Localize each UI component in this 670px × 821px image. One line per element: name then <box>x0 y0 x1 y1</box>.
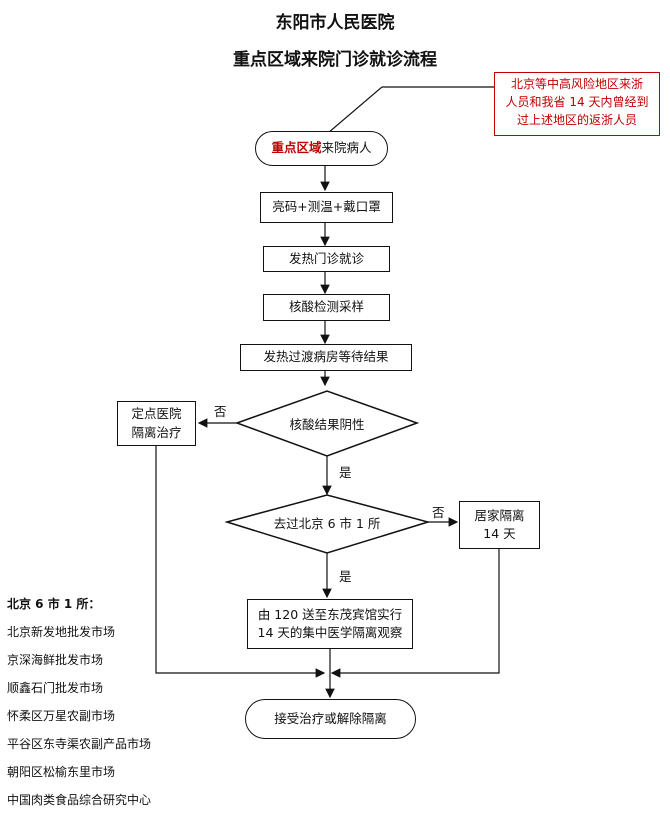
market-item: 平谷区东寺渠农副产品市场 <box>7 737 152 751</box>
home-line-2: 14 天 <box>483 526 516 541</box>
designated-hospital-node: 定点医院隔离治疗 <box>117 401 196 446</box>
central-isolation-node: 由 120 送至东茂宾馆实行 14 天的集中医学隔离观察 <box>247 599 413 649</box>
home-isolation-node: 居家隔离 14 天 <box>459 501 540 549</box>
note-line-2: 人员和我省 14 天内曾经到 <box>505 95 649 109</box>
market-item: 怀柔区万星农副市场 <box>7 709 116 723</box>
arrow-hospital-merge <box>155 446 326 678</box>
end-node: 接受治疗或解除隔离 <box>245 699 416 739</box>
market-item: 朝阳区松榆东里市场 <box>7 765 116 779</box>
label-yes-1: 是 <box>339 465 352 480</box>
decision-beijing-label: 去过北京 6 市 1 所 <box>273 516 381 531</box>
hospital-title: 东阳市人民医院 <box>275 13 395 33</box>
home-line-1: 居家隔离 <box>474 507 525 523</box>
start-rest: 来院病人 <box>321 140 372 156</box>
step-nucleic-sampling: 核酸检测采样 <box>263 294 390 321</box>
market-item: 中国肉类食品综合研究中心 <box>7 793 152 807</box>
start-highlight: 重点区域 <box>271 140 322 156</box>
market-item: 顺鑫石门批发市场 <box>7 681 104 695</box>
central-line-1: 由 120 送至东茂宾馆实行 <box>257 606 403 622</box>
market-item: 京深海鲜批发市场 <box>7 653 104 667</box>
note-line-3: 过上述地区的返浙人员 <box>516 113 637 127</box>
risk-area-note: 北京等中高风险地区来浙 人员和我省 14 天内曾经到 过上述地区的返浙人员 <box>494 72 660 136</box>
callout-pointer <box>327 86 383 134</box>
label-yes-2: 是 <box>339 569 352 584</box>
step-waiting-ward: 发热过渡病房等待结果 <box>240 344 412 371</box>
market-item: 北京新发地批发市场 <box>7 625 116 639</box>
decision-negative-label: 核酸结果阴性 <box>289 417 365 432</box>
arrow-home-merge <box>330 549 500 678</box>
decision-negative-shape <box>234 390 420 457</box>
process-title: 重点区域来院门诊就诊流程 <box>233 50 437 70</box>
central-line-2: 14 天的集中医学隔离观察 <box>257 625 403 640</box>
label-no-1: 否 <box>214 404 227 419</box>
label-no-2: 否 <box>432 505 445 520</box>
step-health-code: 亮码+测温+戴口罩 <box>260 192 393 223</box>
markets-title: 北京 6 市 1 所： <box>7 597 101 611</box>
note-line-1: 北京等中高风险地区来浙 <box>510 77 643 91</box>
step-fever-clinic: 发热门诊就诊 <box>263 246 390 272</box>
hospital-line-2: 隔离治疗 <box>131 424 182 440</box>
hospital-line-1: 定点医院 <box>131 406 182 422</box>
start-node: 重点区域来院病人 <box>255 131 388 166</box>
decision-beijing-shape <box>224 494 431 554</box>
